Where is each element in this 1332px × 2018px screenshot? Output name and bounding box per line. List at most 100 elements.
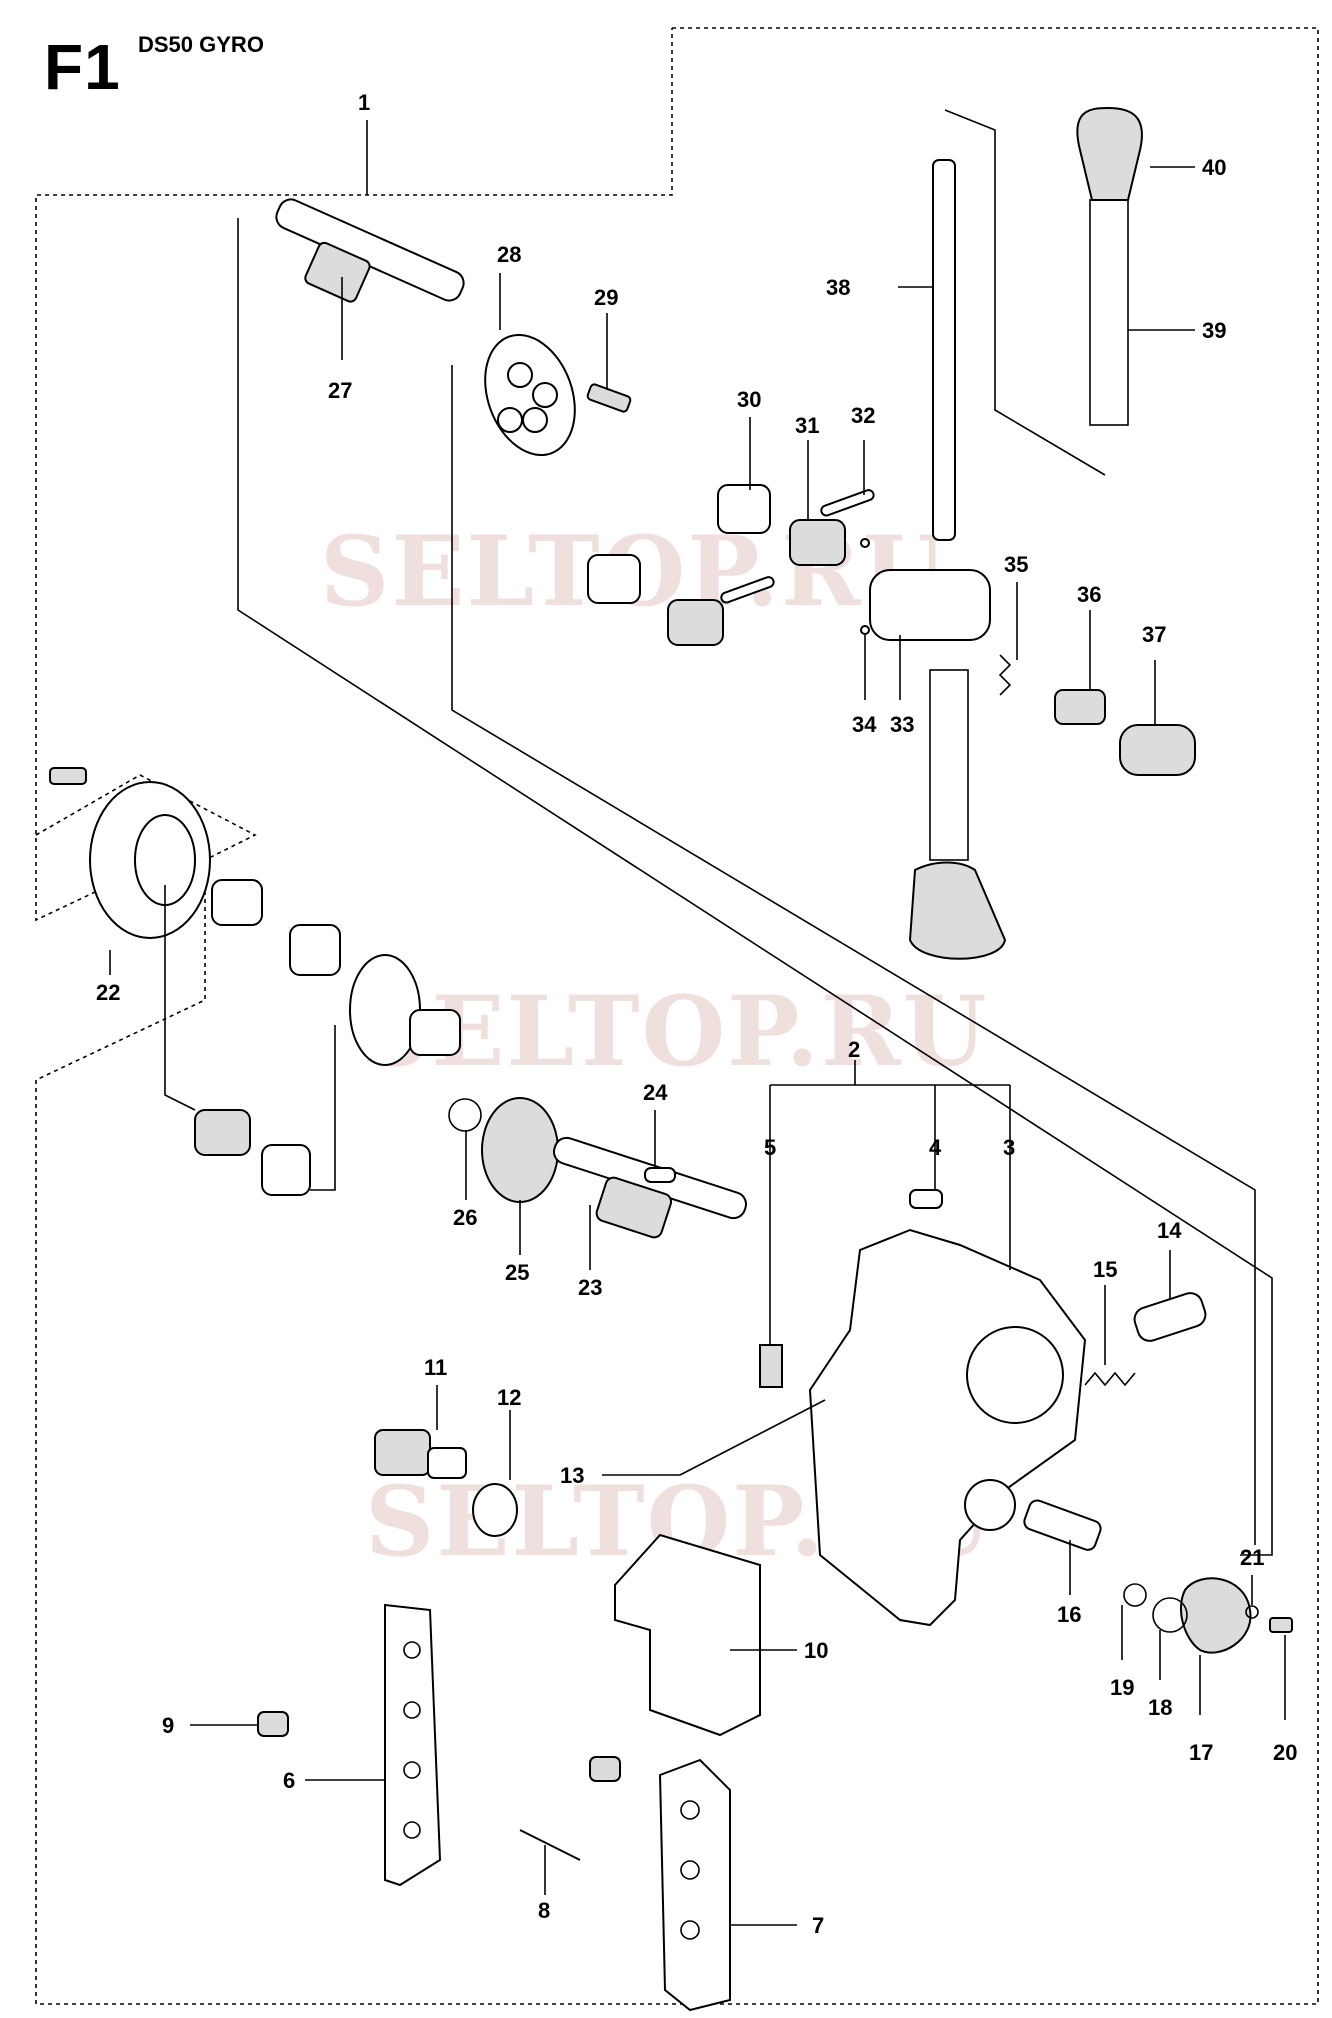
callout-25: 25	[505, 1260, 529, 1285]
callout-9: 9	[162, 1713, 174, 1738]
callout-40: 40	[1202, 155, 1226, 180]
plate-7-hole-2	[680, 1860, 700, 1880]
part-33-housing	[869, 569, 991, 641]
callout-17: 17	[1189, 1740, 1213, 1765]
callout-11: 11	[424, 1355, 447, 1380]
callout-37: 37	[1142, 622, 1166, 647]
part-25-gear	[481, 1097, 559, 1203]
middle-bushing-2	[289, 924, 341, 976]
part-31-sleeve	[789, 519, 846, 566]
middle-flange	[349, 954, 421, 1066]
part-28-flange	[484, 333, 576, 457]
subassembly-22-frame	[35, 774, 257, 861]
part-8-pin	[519, 1829, 581, 1861]
callout-39: 39	[1202, 318, 1226, 343]
part-27-pinion-shaft	[275, 198, 465, 303]
assembly-boundary	[35, 27, 1319, 2005]
callout-30: 30	[737, 387, 761, 412]
part-36-plunger	[1054, 689, 1106, 725]
callout-16: 16	[1057, 1602, 1081, 1627]
part-34-ball	[860, 538, 870, 548]
part-4-grommet	[909, 1189, 943, 1209]
part-9-screw-alt	[589, 1756, 621, 1782]
callout-34: 34	[852, 712, 877, 737]
part-12-washer	[472, 1483, 518, 1537]
callout-26: 26	[453, 1205, 477, 1230]
part-15-spring	[1084, 1371, 1136, 1387]
part-26-circlip	[448, 1098, 482, 1132]
part-29-screw	[586, 383, 632, 413]
callout-28: 28	[497, 242, 521, 267]
callout-6: 6	[283, 1768, 295, 1793]
callout-5: 5	[764, 1135, 776, 1160]
leader-lines	[109, 166, 1286, 1926]
lower-sleeve	[194, 1109, 251, 1156]
lower-bushing	[261, 1144, 311, 1196]
part-11-fitting	[374, 1429, 431, 1476]
callout-24: 24	[643, 1080, 668, 1105]
callout-29: 29	[594, 285, 618, 310]
part-16-valve	[1023, 1499, 1102, 1551]
callout-22: 22	[96, 980, 120, 1005]
plate-6-hole-1	[403, 1641, 421, 1659]
part-17-cap	[1180, 1577, 1252, 1654]
part-40-grip	[1076, 106, 1143, 201]
part-24-key	[644, 1167, 676, 1183]
part-30-bushing	[717, 484, 771, 534]
callout-38: 38	[826, 275, 850, 300]
part-19-washer	[1123, 1583, 1147, 1607]
housing-side-bore	[964, 1479, 1016, 1531]
inner-assembly-frame	[451, 365, 1256, 1545]
callout-4: 4	[929, 1135, 942, 1160]
part-32-pin	[820, 489, 875, 517]
lower-link-frame-2	[310, 1025, 336, 1191]
callout-15: 15	[1093, 1257, 1117, 1282]
watermark-2: SELTOP.RU	[360, 975, 988, 1088]
part-6-plate	[384, 1603, 442, 1887]
callout-12: 12	[497, 1385, 521, 1410]
callout-10: 10	[804, 1638, 828, 1663]
part-23-spline	[595, 1176, 673, 1239]
plate-6-hole-4	[403, 1821, 421, 1839]
part-13-pin	[679, 1399, 826, 1476]
part-10-block	[614, 1533, 761, 1737]
plate-6-hole-3	[403, 1761, 421, 1779]
part-9-screw	[257, 1711, 289, 1737]
part-30-bushing-alt	[587, 554, 641, 604]
callout-35: 35	[1004, 552, 1028, 577]
housing-bore	[966, 1326, 1064, 1424]
lower-link-frame	[164, 885, 196, 1111]
middle-bushing-3	[409, 1009, 461, 1056]
part-35-spring	[998, 654, 1012, 696]
callout-18: 18	[1148, 1695, 1172, 1720]
part-32-pin-alt	[720, 576, 775, 604]
callout-1: 1	[358, 90, 370, 115]
callout-7: 7	[812, 1913, 824, 1938]
plate-7-hole-1	[680, 1800, 700, 1820]
callout-36: 36	[1077, 582, 1101, 607]
callout-13: 13	[560, 1463, 584, 1488]
rod-leader-frame	[944, 109, 1106, 476]
middle-bushing-1	[211, 879, 263, 926]
part-14-plunger	[1133, 1292, 1207, 1342]
part-20-screw	[1269, 1617, 1293, 1633]
callout-23: 23	[578, 1275, 602, 1300]
part-31-sleeve-alt	[667, 599, 724, 646]
upper-assembly-frame	[237, 218, 1273, 1556]
callout-33: 33	[890, 712, 914, 737]
callout-21: 21	[1240, 1545, 1264, 1570]
part-22-ring	[89, 781, 211, 939]
callout-20: 20	[1273, 1740, 1297, 1765]
part-5-block	[759, 1344, 783, 1388]
callout-32: 32	[851, 403, 875, 428]
part-39-spring	[1089, 199, 1129, 426]
callout-27: 27	[328, 378, 352, 403]
part-34-ball-alt	[860, 625, 870, 635]
callout-19: 19	[1110, 1675, 1134, 1700]
callout-3: 3	[1003, 1135, 1015, 1160]
model-name: DS50 GYRO	[138, 32, 264, 57]
part-7-plate	[658, 1758, 731, 2012]
figure-code: F1	[44, 31, 121, 103]
part-37-knob	[1119, 724, 1196, 776]
